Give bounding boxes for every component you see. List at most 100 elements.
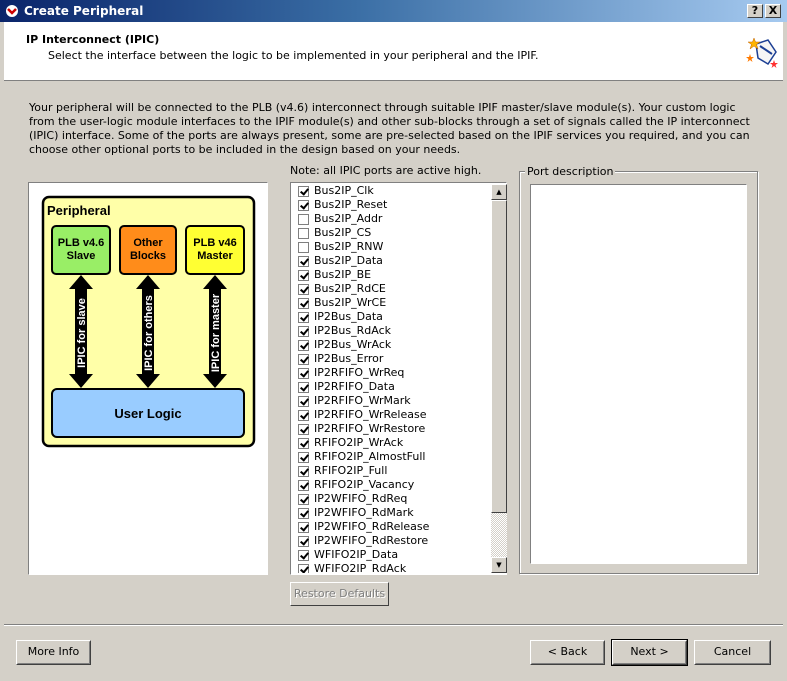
port-checkbox[interactable]: [298, 213, 309, 225]
port-item[interactable]: RFIFO2IP_Vacancy: [292, 478, 490, 492]
port-checkbox[interactable]: [298, 451, 309, 463]
scroll-up-button[interactable]: ▲: [491, 184, 507, 200]
port-checkbox[interactable]: [298, 185, 309, 197]
back-button[interactable]: < Back: [530, 640, 605, 665]
ipic-master-label: IPIC for master: [210, 293, 222, 372]
plb-slave-label-1: PLB v4.6: [58, 237, 104, 249]
port-item[interactable]: WFIFO2IP_Data: [292, 548, 490, 562]
port-checkbox[interactable]: [298, 353, 309, 365]
port-item[interactable]: IP2Bus_Error: [292, 352, 490, 366]
port-name: WFIFO2IP_RdAck: [314, 562, 407, 573]
ipic-others-label: IPIC for others: [143, 295, 155, 371]
port-name: RFIFO2IP_Vacancy: [314, 478, 415, 491]
port-item[interactable]: Bus2IP_WrCE: [292, 296, 490, 310]
port-checkbox[interactable]: [298, 423, 309, 435]
restore-defaults-label: Restore Defaults: [293, 587, 386, 600]
port-item[interactable]: Bus2IP_BE: [292, 268, 490, 282]
window-title: Create Peripheral: [24, 4, 144, 18]
port-name: Bus2IP_CS: [314, 226, 372, 239]
port-item[interactable]: IP2RFIFO_WrReq: [292, 366, 490, 380]
port-checkbox[interactable]: [298, 479, 309, 491]
restore-defaults-button[interactable]: Restore Defaults: [290, 582, 389, 606]
port-item[interactable]: IP2RFIFO_WrRelease: [292, 408, 490, 422]
port-item[interactable]: Bus2IP_CS: [292, 226, 490, 240]
port-item[interactable]: IP2Bus_RdAck: [292, 324, 490, 338]
next-label: Next >: [630, 645, 669, 658]
port-checkbox[interactable]: [298, 465, 309, 477]
port-item[interactable]: IP2WFIFO_RdRestore: [292, 534, 490, 548]
port-name: Bus2IP_Data: [314, 254, 383, 267]
port-name: IP2RFIFO_Data: [314, 380, 395, 393]
port-checkbox[interactable]: [298, 241, 309, 253]
port-checkbox[interactable]: [298, 521, 309, 533]
peripheral-diagram: Peripheral PLB v4.6 Slave Other Blocks P…: [41, 195, 256, 448]
port-name: IP2Bus_Data: [314, 310, 383, 323]
port-name: Bus2IP_RNW: [314, 240, 384, 253]
port-name: Bus2IP_Clk: [314, 184, 374, 197]
port-checkbox[interactable]: [298, 199, 309, 211]
title-bar: Create Peripheral ? X: [0, 0, 787, 22]
port-item[interactable]: Bus2IP_Clk: [292, 184, 490, 198]
back-label: < Back: [547, 645, 588, 658]
port-checkbox[interactable]: [298, 563, 309, 573]
scroll-thumb[interactable]: [491, 200, 507, 513]
user-logic-label: User Logic: [114, 406, 181, 421]
close-button[interactable]: X: [765, 4, 781, 18]
next-button[interactable]: Next >: [611, 639, 688, 666]
port-checkbox[interactable]: [298, 395, 309, 407]
port-item[interactable]: Bus2IP_Reset: [292, 198, 490, 212]
plb-slave-label-2: Slave: [67, 250, 96, 262]
help-button[interactable]: ?: [747, 4, 763, 18]
port-checkbox[interactable]: [298, 283, 309, 295]
port-item[interactable]: IP2Bus_WrAck: [292, 338, 490, 352]
port-checkbox[interactable]: [298, 535, 309, 547]
port-item[interactable]: Bus2IP_Data: [292, 254, 490, 268]
scroll-down-button[interactable]: ▼: [491, 557, 507, 573]
port-checkbox[interactable]: [298, 409, 309, 421]
port-description-label: Port description: [525, 165, 616, 178]
port-checkbox[interactable]: [298, 255, 309, 267]
port-checkbox[interactable]: [298, 493, 309, 505]
port-checkbox[interactable]: [298, 437, 309, 449]
port-name: IP2Bus_WrAck: [314, 338, 392, 351]
port-item[interactable]: IP2RFIFO_WrRestore: [292, 422, 490, 436]
port-item[interactable]: RFIFO2IP_AlmostFull: [292, 450, 490, 464]
port-item[interactable]: RFIFO2IP_Full: [292, 464, 490, 478]
port-checkbox[interactable]: [298, 381, 309, 393]
port-checkbox[interactable]: [298, 227, 309, 239]
port-checkbox[interactable]: [298, 325, 309, 337]
port-checkbox[interactable]: [298, 311, 309, 323]
port-item[interactable]: Bus2IP_RNW: [292, 240, 490, 254]
other-blocks-block: [119, 225, 177, 275]
port-description-box[interactable]: [530, 184, 747, 564]
port-item[interactable]: IP2RFIFO_WrMark: [292, 394, 490, 408]
ipic-others-arrow: IPIC for others: [136, 275, 160, 388]
port-name: RFIFO2IP_Full: [314, 464, 388, 477]
port-item[interactable]: WFIFO2IP_RdAck: [292, 562, 490, 573]
wizard-header: IP Interconnect (IPIC) Select the interf…: [4, 22, 783, 81]
port-item[interactable]: IP2WFIFO_RdReq: [292, 492, 490, 506]
port-item[interactable]: IP2RFIFO_Data: [292, 380, 490, 394]
port-checkbox[interactable]: [298, 367, 309, 379]
port-checkbox[interactable]: [298, 297, 309, 309]
port-name: RFIFO2IP_AlmostFull: [314, 450, 426, 463]
port-checkbox[interactable]: [298, 339, 309, 351]
cancel-button[interactable]: Cancel: [694, 640, 771, 665]
port-name: IP2WFIFO_RdMark: [314, 506, 414, 519]
port-item[interactable]: RFIFO2IP_WrAck: [292, 436, 490, 450]
more-info-button[interactable]: More Info: [16, 640, 91, 665]
port-item[interactable]: IP2WFIFO_RdRelease: [292, 520, 490, 534]
ipic-slave-label: IPIC for slave: [76, 298, 88, 368]
port-item[interactable]: Bus2IP_Addr: [292, 212, 490, 226]
port-list-scrollbar[interactable]: ▲ ▼: [491, 184, 507, 573]
port-checkbox[interactable]: [298, 549, 309, 561]
port-item[interactable]: IP2Bus_Data: [292, 310, 490, 324]
port-checkbox[interactable]: [298, 269, 309, 281]
peripheral-label: Peripheral: [47, 203, 111, 218]
port-item[interactable]: Bus2IP_RdCE: [292, 282, 490, 296]
plb-master-label-2: Master: [197, 250, 233, 262]
port-checkbox[interactable]: [298, 507, 309, 519]
app-icon: [6, 5, 18, 17]
port-item[interactable]: IP2WFIFO_RdMark: [292, 506, 490, 520]
